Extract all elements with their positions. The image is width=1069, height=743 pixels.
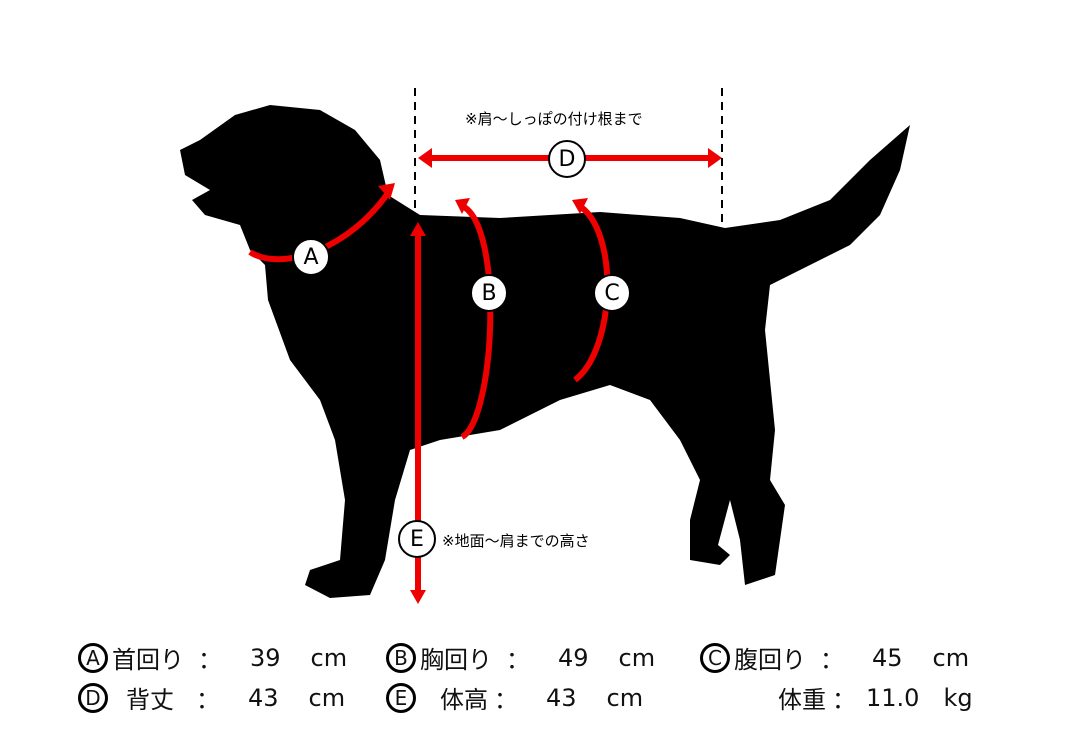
shoulder-tail-guides <box>414 88 723 225</box>
measurement-height: E 体高 ： 43 cm <box>386 680 643 715</box>
measurement-label: 体高 <box>440 686 488 714</box>
marker-a: A <box>292 238 330 276</box>
marker-badge: B <box>386 642 416 673</box>
measurement-value: 11.0 <box>866 683 920 712</box>
marker-badge: D <box>78 682 108 713</box>
marker-c: C <box>593 274 631 312</box>
measurement-label: 首回り <box>112 646 184 674</box>
marker-badge: A <box>78 642 108 673</box>
measurement-unit: cm <box>308 683 346 712</box>
measurement-value: 43 <box>546 683 577 712</box>
separator: ： <box>198 646 222 674</box>
measurement-label: 体重 <box>778 686 826 714</box>
dog-body <box>180 105 910 598</box>
measurement-weight: 体重 ： 11.0 kg <box>778 680 973 715</box>
measurement-value: 45 <box>872 643 903 672</box>
marker-e: E <box>398 520 436 558</box>
measurement-unit: kg <box>943 683 973 712</box>
back-length-note: ※肩～しっぽの付け根まで <box>465 110 643 128</box>
arrow-heads <box>378 148 722 604</box>
arrow-b-chest <box>458 202 494 440</box>
separator: ： <box>506 646 530 674</box>
marker-badge: C <box>700 642 730 673</box>
measurement-back: D 背丈 ： 43 cm <box>78 680 345 715</box>
measurement-value: 49 <box>558 643 589 672</box>
separator: ： <box>494 686 518 714</box>
measurement-value: 39 <box>250 643 281 672</box>
measurement-belly: C 腹回り ： 45 cm <box>700 640 969 675</box>
separator: ： <box>196 686 220 714</box>
measurement-neck: A 首回り ： 39 cm <box>78 640 347 675</box>
measurement-label: 胸回り <box>420 646 492 674</box>
separator: ： <box>832 686 856 714</box>
marker-badge: E <box>386 682 416 713</box>
separator: ： <box>820 646 844 674</box>
measurement-chest: B 胸回り ： 49 cm <box>386 640 655 675</box>
measurement-label: 腹回り <box>734 646 806 674</box>
height-note: ※地面～肩までの高さ <box>442 532 590 550</box>
marker-d: D <box>548 140 586 178</box>
measurement-value: 43 <box>248 683 279 712</box>
marker-b: B <box>470 274 508 312</box>
measurement-unit: cm <box>606 683 644 712</box>
measurement-unit: cm <box>932 643 970 672</box>
measurement-unit: cm <box>618 643 656 672</box>
measurement-unit: cm <box>310 643 348 672</box>
measurement-label: 背丈 <box>126 686 174 714</box>
